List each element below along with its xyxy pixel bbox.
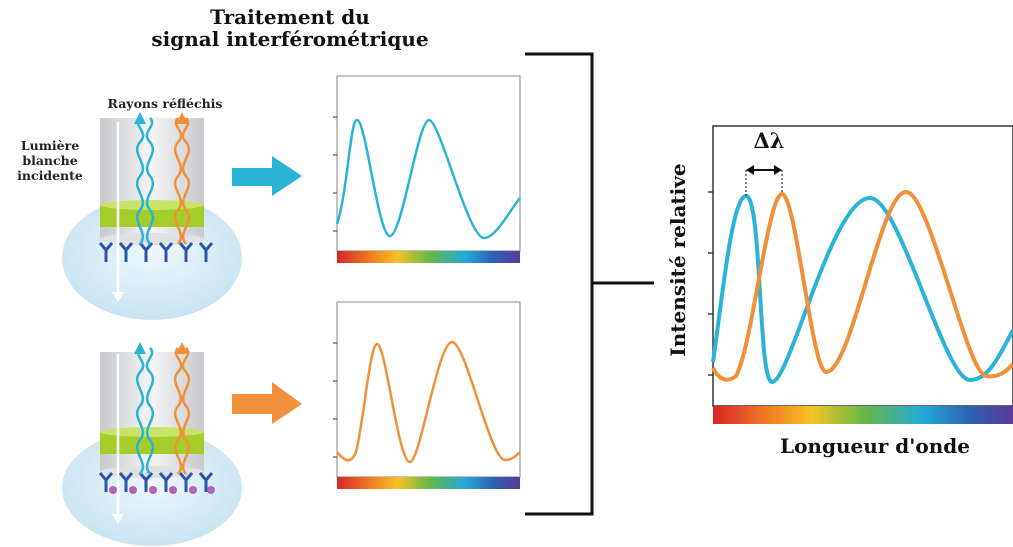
plot-1: [333, 75, 521, 263]
y-ticks: [333, 116, 337, 232]
biolayer-top: [100, 200, 204, 210]
blue-arrow-icon: [232, 156, 302, 196]
orange-spectrum-curve: [711, 189, 1013, 382]
up-arrow-icon: [134, 342, 146, 354]
x-axis-label: Longueur d'onde: [780, 434, 970, 458]
combined-plot: [708, 125, 1013, 424]
title-line-1: Traitement du: [210, 5, 370, 29]
incident-light-line-2: blanche: [22, 153, 78, 168]
diagram-title: Traitement du signal interférométrique: [130, 6, 450, 50]
blue-spectrum-curve: [711, 193, 1013, 385]
y-ticks: [333, 342, 337, 458]
plot-2: [333, 301, 521, 489]
reflected-rays-label: Rayons réfléchis: [107, 96, 223, 111]
down-arrow-icon: [112, 514, 124, 524]
blue-spectrum-curve: [335, 118, 521, 240]
up-arrow-icon: [176, 342, 188, 354]
spectrum-bar: [337, 477, 520, 489]
incident-light-line-3: incidente: [17, 168, 83, 183]
sensor-1: [62, 112, 242, 320]
spectrum-bar: [337, 251, 520, 263]
up-arrow-icon: [134, 112, 146, 124]
y-axis-label-text: Intensité relative: [666, 163, 690, 357]
y-ticks: [708, 191, 713, 376]
spectrum-bar: [713, 406, 1013, 424]
antibody-row: [98, 242, 214, 262]
fiber-tip: [100, 466, 204, 478]
orange-arrow-icon: [232, 382, 302, 424]
y-axis-label: Intensité relative: [660, 130, 696, 390]
incident-light-label: Lumière blanche incidente: [4, 138, 96, 183]
biolayer-top: [100, 427, 204, 437]
antibody-row: [98, 472, 214, 492]
sensor-2: [62, 342, 242, 546]
plot-frame: [336, 301, 521, 478]
orange-spectrum-curve: [336, 340, 521, 464]
plot-frame: [336, 75, 521, 252]
down-arrow-icon: [112, 292, 124, 302]
delta-lambda-label: Δλ: [753, 128, 785, 153]
double-arrow-icon: [746, 165, 782, 175]
processing-bracket: [525, 52, 654, 516]
title-line-2: signal interférométrique: [151, 27, 429, 51]
bound-molecules: [109, 486, 215, 494]
up-arrow-icon: [176, 112, 188, 124]
incident-light-line-1: Lumière: [20, 138, 80, 153]
